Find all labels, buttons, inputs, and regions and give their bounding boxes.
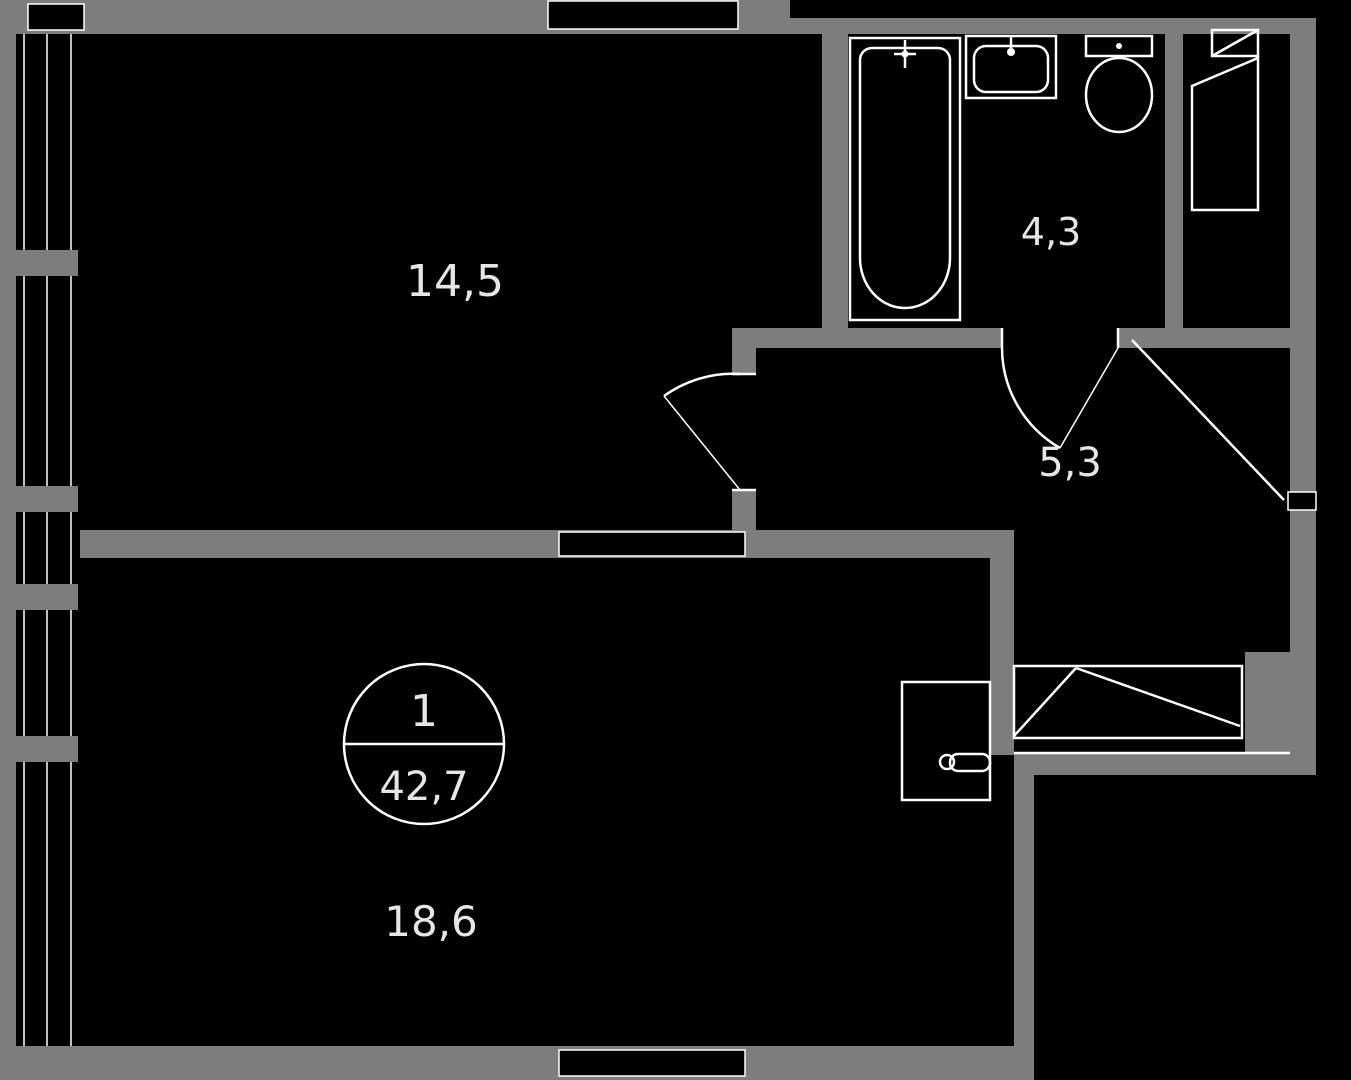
- toilet-button-icon: [1116, 43, 1122, 49]
- built-in-wardrobe: [1012, 664, 1290, 755]
- wall-left-outer: [0, 0, 16, 1080]
- entry-pocket: [1287, 491, 1317, 511]
- hallway-area-label: 5,3: [1038, 440, 1102, 486]
- wall-bathroom-left: [822, 34, 848, 348]
- wall-living-right: [1014, 775, 1034, 1046]
- bedroom-door: [663, 372, 756, 492]
- window-bottom: [558, 1049, 746, 1077]
- badge-total-area: 42,7: [379, 764, 468, 810]
- doors: [663, 328, 1285, 501]
- toilet-tank: [1084, 34, 1154, 58]
- wall-bathroom-bottom-left: [732, 328, 1002, 348]
- badge-rooms-count: 1: [410, 686, 438, 737]
- entry-shelf: [1210, 28, 1260, 58]
- bathroom-door: [1000, 328, 1120, 450]
- interior-walls: [80, 34, 1290, 755]
- window-divider-2: [16, 486, 78, 512]
- opening-mid-wall: [558, 531, 746, 557]
- wall-living-divider: [990, 558, 1014, 755]
- wall-bathroom-bottom-right: [1118, 328, 1290, 348]
- window-divider-4: [16, 736, 78, 762]
- washer-knob-icon: [938, 753, 956, 771]
- sink-drain-icon: [1007, 48, 1015, 56]
- bathtub: [848, 36, 962, 322]
- entry-wardrobe-panel: [1190, 56, 1260, 212]
- bathtub-drain-icon: [901, 50, 909, 58]
- windows: [16, 0, 1317, 1077]
- bathtub-outline: [848, 36, 962, 322]
- entry-wardrobe: [1190, 28, 1260, 212]
- washer-outline: [900, 680, 992, 802]
- window-divider-1: [16, 250, 78, 276]
- entry-shelf-diagonal: [1211, 28, 1259, 58]
- bathroom-area-label: 4,3: [1021, 210, 1081, 254]
- bedroom-door-leaf: [663, 395, 741, 491]
- entry-door-leaf: [1131, 339, 1285, 501]
- window-mullions: [23, 34, 72, 1046]
- wall-bottom-right-step: [1014, 753, 1316, 775]
- window-top-left: [27, 3, 85, 31]
- window-top-center: [547, 0, 739, 30]
- washer-tray: [948, 752, 992, 773]
- wall-bathroom-right: [1165, 34, 1183, 328]
- wall-hall-door-top: [732, 348, 756, 374]
- bathroom-door-jambs: [1000, 328, 1120, 348]
- toilet: [1084, 34, 1154, 134]
- bedroom-door-jambs: [732, 372, 756, 492]
- bathroom-fixtures: [848, 34, 1154, 322]
- bedroom-area-label: 14,5: [406, 256, 504, 307]
- bathtub-basin: [858, 46, 952, 310]
- wall-right-outer: [1290, 18, 1316, 775]
- bathroom-door-arc: [1000, 347, 1061, 450]
- bathroom-door-leaf: [1059, 347, 1119, 449]
- bedroom-door-arc: [663, 372, 741, 398]
- wall-bottom: [16, 1046, 1034, 1080]
- window-divider-3: [16, 584, 78, 610]
- wall-pier: [1245, 652, 1290, 753]
- entry-door: [1131, 339, 1285, 501]
- wall-hall-door-bottom: [732, 490, 756, 532]
- wall-mid-horizontal: [80, 530, 1014, 558]
- sink: [964, 34, 1058, 100]
- wardrobe-outline: [1012, 664, 1244, 740]
- wardrobe-doors-diagonals: [1013, 666, 1241, 737]
- wall-top-thin: [790, 18, 1316, 34]
- living-area-label: 18,6: [384, 897, 478, 946]
- total-area-badge: 1 42,7: [342, 662, 506, 826]
- toilet-bowl: [1084, 56, 1154, 134]
- room-labels: 14,5 4,3 5,3 18,6: [384, 210, 1102, 946]
- washing-machine: [900, 680, 992, 802]
